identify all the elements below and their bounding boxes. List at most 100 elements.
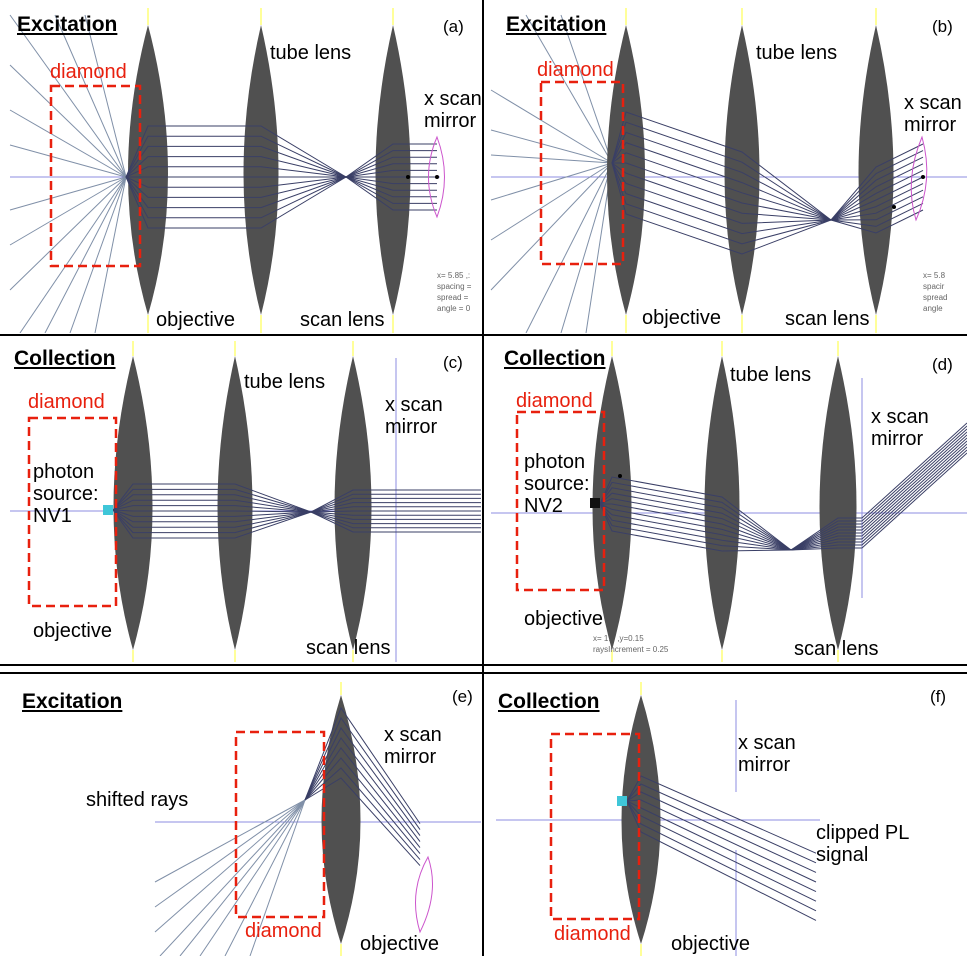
ray [304,757,421,854]
shifted-ray [249,799,306,956]
photon-source-nv1 [103,505,113,515]
diamond-label: diamond [554,923,631,945]
scan-point [618,474,622,478]
ray [112,509,481,513]
x-scan-mirror-label: x scan mirror [384,724,442,768]
ray [112,506,481,517]
lens-tips [611,341,839,662]
horizontal-divider-2a [0,664,967,666]
ray [125,143,437,229]
panel-c: Collection (c) diamond tube lens photon … [0,338,481,662]
panel-f: Collection (f) x scan mirror clipped PL … [486,682,967,956]
ray-bundle [304,706,421,866]
ray [626,791,817,873]
objective-lens [607,25,645,315]
ray-bundle [626,775,817,921]
diamond-label: diamond [50,61,127,83]
ray [626,800,817,912]
panel-d: Collection (d) diamond tube lens photon … [486,338,967,662]
lens-tips [132,341,354,662]
scan-lens [819,356,857,650]
ray-bundle [125,125,437,229]
panel-e: Excitation (e) x scan mirror shifted ray… [0,682,481,956]
ray [626,799,817,883]
ray [611,162,924,224]
scan-lens-label: scan lens [300,309,385,331]
ray-bundle [611,111,924,255]
objective-label: objective [671,933,750,955]
tube-lens [724,25,760,315]
x-scan-mirror-label: x scan mirror [904,92,962,136]
ray [304,747,421,848]
scan-lens [858,25,894,315]
coordinate-readout: x= 5.8 spacir spread angle [923,271,948,313]
ray [304,737,421,842]
horizontal-divider-2b [0,672,967,674]
coordinate-readout: x= 5.85 ,: spacing = spread = angle = 0 [437,271,472,313]
panel-d-optics [491,341,967,662]
diamond-box [234,730,326,919]
vertical-divider [482,0,484,956]
ray [112,493,481,534]
scan-lens-label: scan lens [306,637,391,659]
coordinate-readout: x= 1. ,y=0.15 raysIncrement = 0.25 [593,634,669,654]
mirror-pivot [921,175,925,179]
scan-lens-label: scan lens [785,308,870,330]
ray [125,166,437,185]
tube-lens-label: tube lens [270,42,352,64]
x-scan-mirror [415,855,433,934]
ray [112,488,481,529]
ray [626,800,817,902]
x-scan-mirror [428,135,445,219]
horizontal-divider-1 [0,334,967,336]
lens-tips [625,8,877,333]
scan-lens-label: scan lens [794,638,879,660]
diamond-label: diamond [537,59,614,81]
tube-lens [217,356,253,650]
panel-b-optics [490,8,967,333]
mirror-pivot [435,175,439,179]
panel-f-letter: (f) [930,687,947,706]
ray [599,422,967,552]
ray [626,800,817,893]
ray [626,800,817,921]
ray [125,145,437,198]
shifted-ray [199,799,306,956]
ray [125,163,437,198]
objective-lens [621,695,661,944]
x-scan-mirror [910,135,928,222]
diamond-box [549,732,641,921]
objective-label: objective [524,608,603,630]
ray [112,489,481,539]
ray [125,156,437,191]
panel-c-optics [10,341,481,662]
panel-e-heading: Excitation [22,690,123,713]
objective-label: objective [360,933,439,955]
ray [304,767,421,860]
shifted-ray [224,799,306,956]
photon-source-nv2 [590,498,600,508]
objective-lens [592,356,632,650]
diamond-box [539,80,625,266]
ray [125,169,437,188]
shifted-rays-label: shifted rays [86,789,189,811]
ray [599,434,967,551]
ray [125,150,437,219]
ray [599,449,967,551]
photon-source [617,796,627,806]
objective-lens [321,695,361,944]
panel-d-heading: Collection [504,347,606,370]
panel-c-heading: Collection [14,347,116,370]
photon-source-label: photon source: NV2 [524,451,590,517]
tube-lens-label: tube lens [730,364,812,386]
diamond-label: diamond [516,390,593,412]
panel-f-optics [496,682,820,956]
x-scan-mirror-label: x scan mirror [385,394,443,438]
lens-tips [147,8,394,333]
objective-label: objective [33,620,112,642]
diamond-label: diamond [28,391,105,413]
ray-bundle [599,422,967,552]
x-scan-mirror-label: x scan mirror [738,732,796,776]
diamond-box [49,84,142,268]
ray [112,499,481,520]
